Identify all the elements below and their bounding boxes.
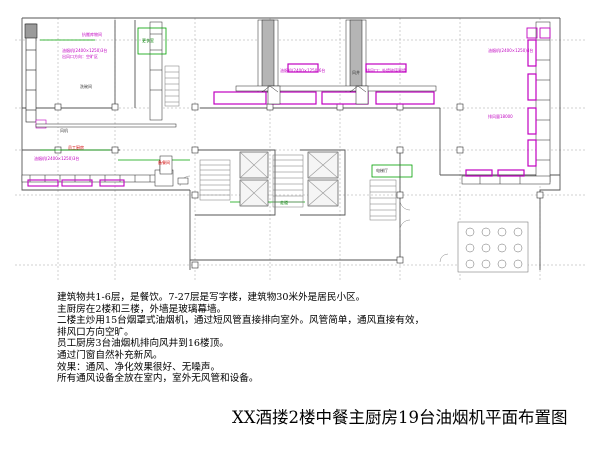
label-room-top: 抗搬库物间 xyxy=(82,32,102,37)
label-equip-c: 油烟机(2400×1250)6台 xyxy=(280,68,326,73)
duct-shafts xyxy=(149,19,367,121)
label-equip-e: 油烟机(2400×1250)4台 xyxy=(488,48,534,53)
label-electric-room: 电梯厅 xyxy=(376,168,388,173)
design-notes: 建筑物共1-6层，是餐饮。7-27层是写字楼，建筑物30米外是居民小区。 主厨房… xyxy=(57,292,424,385)
elevators xyxy=(239,151,339,207)
drawing-title: XX酒搂2楼中餐主厨房19台油烟机平面布置图 xyxy=(232,408,568,427)
stairs-right xyxy=(369,179,397,221)
note-line-1: 建筑物共1-6层，是餐饮。7-27层是写字楼，建筑物30米外是居民小区。 xyxy=(57,292,366,303)
doors xyxy=(179,175,449,263)
right-kitchen-hoods xyxy=(465,39,537,177)
floor-plan xyxy=(15,17,585,280)
note-line-3: 二楼主炒用15台烟罩式油烟机，通过短风管直接排向室外。风管简单，通风直接有效， xyxy=(57,315,425,327)
note-line-7: 效果：通风、净化效果很好、无噪声。 xyxy=(57,361,221,373)
note-line-2: 主厨房在2楼和三楼，外墙是玻璃幕墙。 xyxy=(57,303,227,315)
stairs-center xyxy=(272,154,304,208)
duct-left-horizontal xyxy=(35,123,177,128)
label-wash-room: 洗碗间 xyxy=(80,84,92,89)
fan-unit xyxy=(159,155,189,185)
staff-kitchen-hoods xyxy=(27,179,125,187)
note-line-6: 通过门窗自然补充新风。 xyxy=(57,349,163,361)
staff-kitchen-duct xyxy=(21,159,174,187)
label-equip-b: 出风口方向：空旷区 xyxy=(62,54,98,59)
label-equip-a2: 油烟机(2400×1250)3台 xyxy=(34,156,80,161)
note-line-8: 所有通风设备全放在室内，室外无风管和设备。 xyxy=(57,373,259,385)
stairs-left xyxy=(199,159,231,201)
note-line-4: 排风口方向空旷。 xyxy=(57,326,134,338)
note-line-5: 员工厨房3台油烟机排向风井到16楼顶。 xyxy=(57,338,229,350)
label-shaft: 风井 xyxy=(352,70,360,75)
planters xyxy=(457,221,529,273)
label-equip-f: 排风量18000 xyxy=(488,114,513,119)
label-pantry: 备餐间 xyxy=(158,160,170,165)
label-equip-a: 油烟机(2400×1250)3台 xyxy=(62,48,108,53)
purple-small-top xyxy=(526,27,551,39)
label-corridor: 走道 xyxy=(280,200,288,205)
stairs-upper xyxy=(164,65,180,107)
label-office: 更衣室 xyxy=(142,38,154,43)
label-fan: 风机 xyxy=(60,128,68,133)
label-staff-kitchen: 员工厨房 xyxy=(68,145,84,150)
right-kitchen-duct xyxy=(461,21,551,185)
main-kitchen-duct xyxy=(235,85,437,105)
label-equip-d: 排风口：外墙玻璃幕墙 xyxy=(366,68,406,73)
